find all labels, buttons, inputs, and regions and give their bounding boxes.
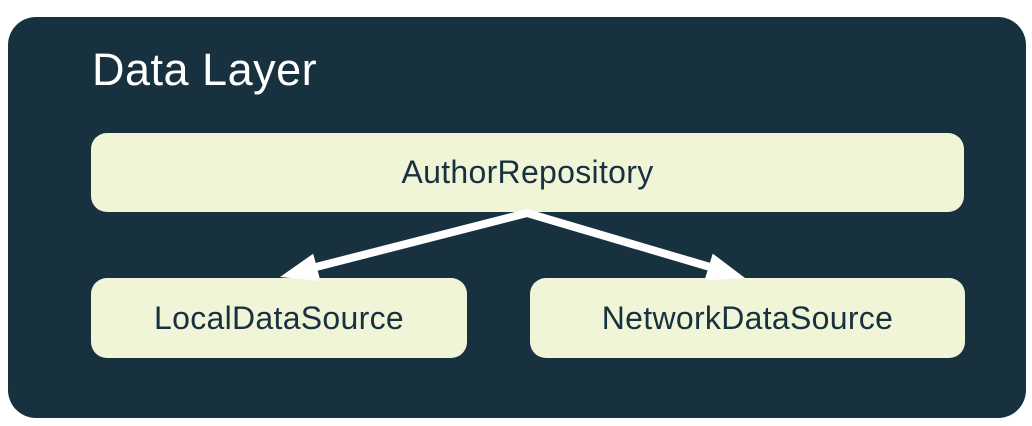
data-layer-group: Data Layer AuthorRepository LocalDataSou… (8, 17, 1026, 418)
node-local-data-source-label: LocalDataSource (154, 299, 404, 336)
node-network-data-source-label: NetworkDataSource (601, 299, 894, 336)
node-author-repository: AuthorRepository (91, 133, 964, 212)
diagram-title: Data Layer (92, 44, 318, 95)
arrow-repository-to-local (280, 209, 531, 281)
node-local-data-source: LocalDataSource (91, 278, 467, 358)
node-author-repository-label: AuthorRepository (401, 154, 654, 190)
node-network-data-source: NetworkDataSource (530, 278, 965, 358)
arrow-repository-to-network (523, 209, 745, 281)
